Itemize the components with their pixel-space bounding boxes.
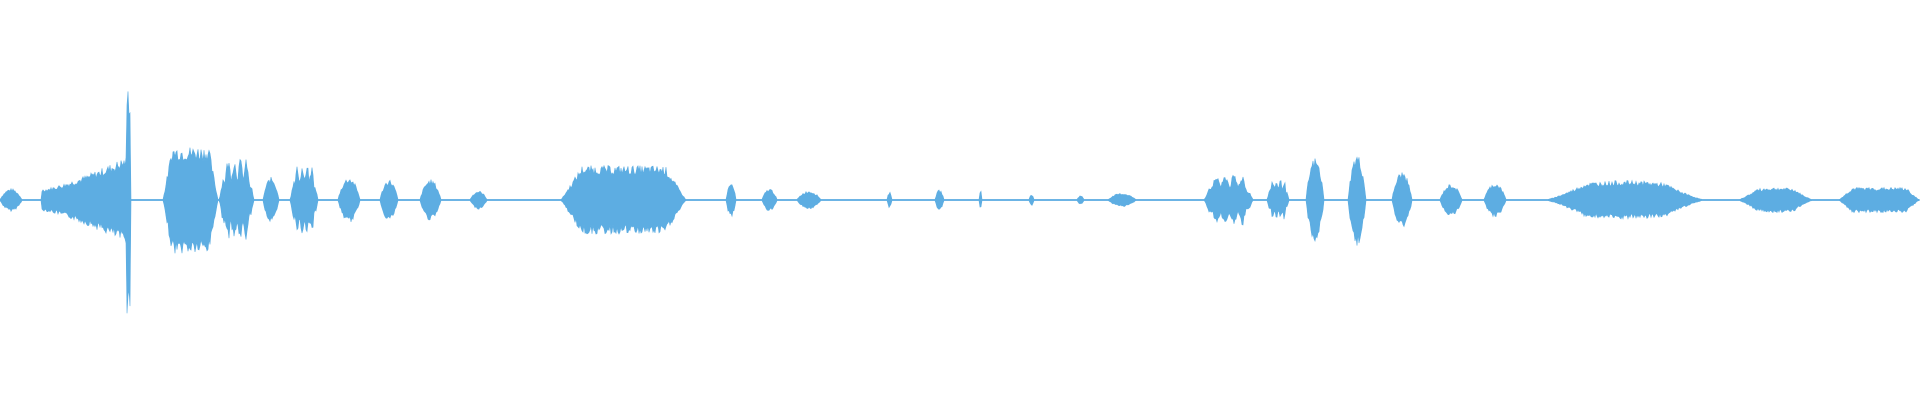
waveform-shape	[0, 91, 1920, 314]
